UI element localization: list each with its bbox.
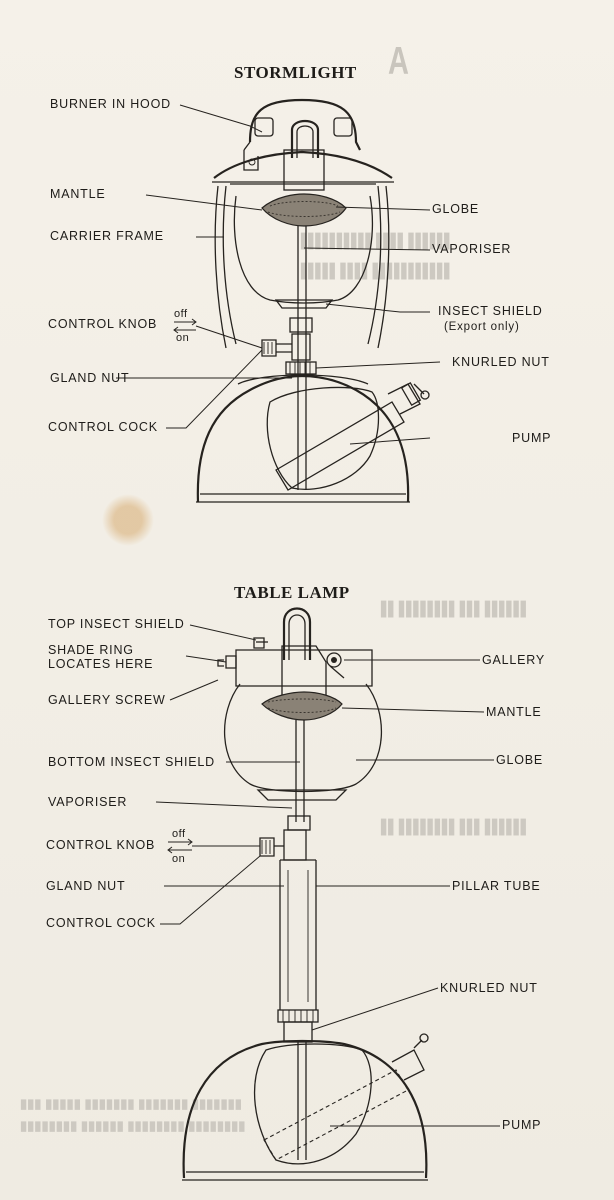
stormlight-drawing bbox=[196, 98, 430, 503]
label-burner-in-hood: BURNER IN HOOD bbox=[50, 97, 171, 111]
label-tl-globe: GLOBE bbox=[496, 753, 544, 767]
label-bottom-insect-shield: BOTTOM INSECT SHIELD bbox=[48, 755, 215, 769]
bleed-through-text: ▮▮▮ ▮▮▮▮▮ ▮▮▮▮▮▮▮ ▮▮▮▮▮▮▮ ▮▮▮▮▮▮▮ bbox=[20, 1096, 242, 1111]
label-control-cock: CONTROL COCK bbox=[48, 420, 158, 434]
stormlight-title: STORMLIGHT bbox=[234, 63, 357, 82]
label-mantle: MANTLE bbox=[50, 187, 106, 201]
label-shade-ring: SHADE RING bbox=[48, 643, 134, 657]
label-control-knob: CONTROL KNOB bbox=[48, 317, 158, 331]
table-lamp-leaders bbox=[155, 624, 500, 1127]
bleed-through-text: ▮▮ ▮▮▮▮▮▮▮▮ ▮▮▮ ▮▮▮▮▮▮ bbox=[380, 595, 527, 620]
label-locates-here: LOCATES HERE bbox=[48, 657, 154, 671]
label-vaporiser: VAPORISER bbox=[432, 242, 512, 256]
label-tl-vaporiser: VAPORISER bbox=[48, 795, 128, 809]
bleed-through-text: ▮▮▮▮▮▮▮▮▮▮ ▮▮▮▮ ▮▮▮▮▮▮ bbox=[300, 227, 451, 252]
label-tl-control-cock: CONTROL COCK bbox=[46, 916, 156, 930]
label-gallery: GALLERY bbox=[482, 653, 546, 667]
label-gallery-screw: GALLERY SCREW bbox=[48, 693, 166, 707]
label-tl-off: off bbox=[172, 828, 186, 840]
label-tl-pump: PUMP bbox=[502, 1118, 542, 1132]
label-tl-mantle: MANTLE bbox=[486, 705, 542, 719]
label-insect-shield: INSECT SHIELD bbox=[438, 304, 543, 318]
label-top-insect-shield: TOP INSECT SHIELD bbox=[48, 617, 185, 631]
label-insect-shield-note: (Export only) bbox=[444, 321, 520, 333]
label-off: off bbox=[174, 308, 188, 320]
label-pump: PUMP bbox=[512, 431, 552, 445]
label-knurled-nut: KNURLED NUT bbox=[452, 355, 550, 369]
label-carrier-frame: CARRIER FRAME bbox=[50, 229, 164, 243]
bleed-through-text: A bbox=[388, 40, 410, 84]
label-globe: GLOBE bbox=[432, 202, 480, 216]
label-tl-on: on bbox=[172, 853, 186, 865]
label-tl-gland-nut: GLAND NUT bbox=[46, 879, 126, 893]
label-pillar-tube: PILLAR TUBE bbox=[452, 879, 541, 893]
stormlight-leaders bbox=[116, 104, 441, 445]
label-on: on bbox=[176, 332, 190, 344]
bleed-through-text: ▮▮ ▮▮▮▮▮▮▮▮ ▮▮▮ ▮▮▮▮▮▮ bbox=[380, 813, 527, 838]
label-tl-control-knob: CONTROL KNOB bbox=[46, 838, 156, 852]
table-lamp-drawing bbox=[182, 607, 429, 1181]
label-gland-nut: GLAND NUT bbox=[50, 371, 130, 385]
table-lamp-title: TABLE LAMP bbox=[234, 583, 350, 602]
bleed-through-text: ▮▮▮▮▮ ▮▮▮▮ ▮▮▮▮▮▮▮▮▮▮▮ bbox=[300, 257, 451, 282]
label-tl-knurled-nut: KNURLED NUT bbox=[440, 981, 538, 995]
